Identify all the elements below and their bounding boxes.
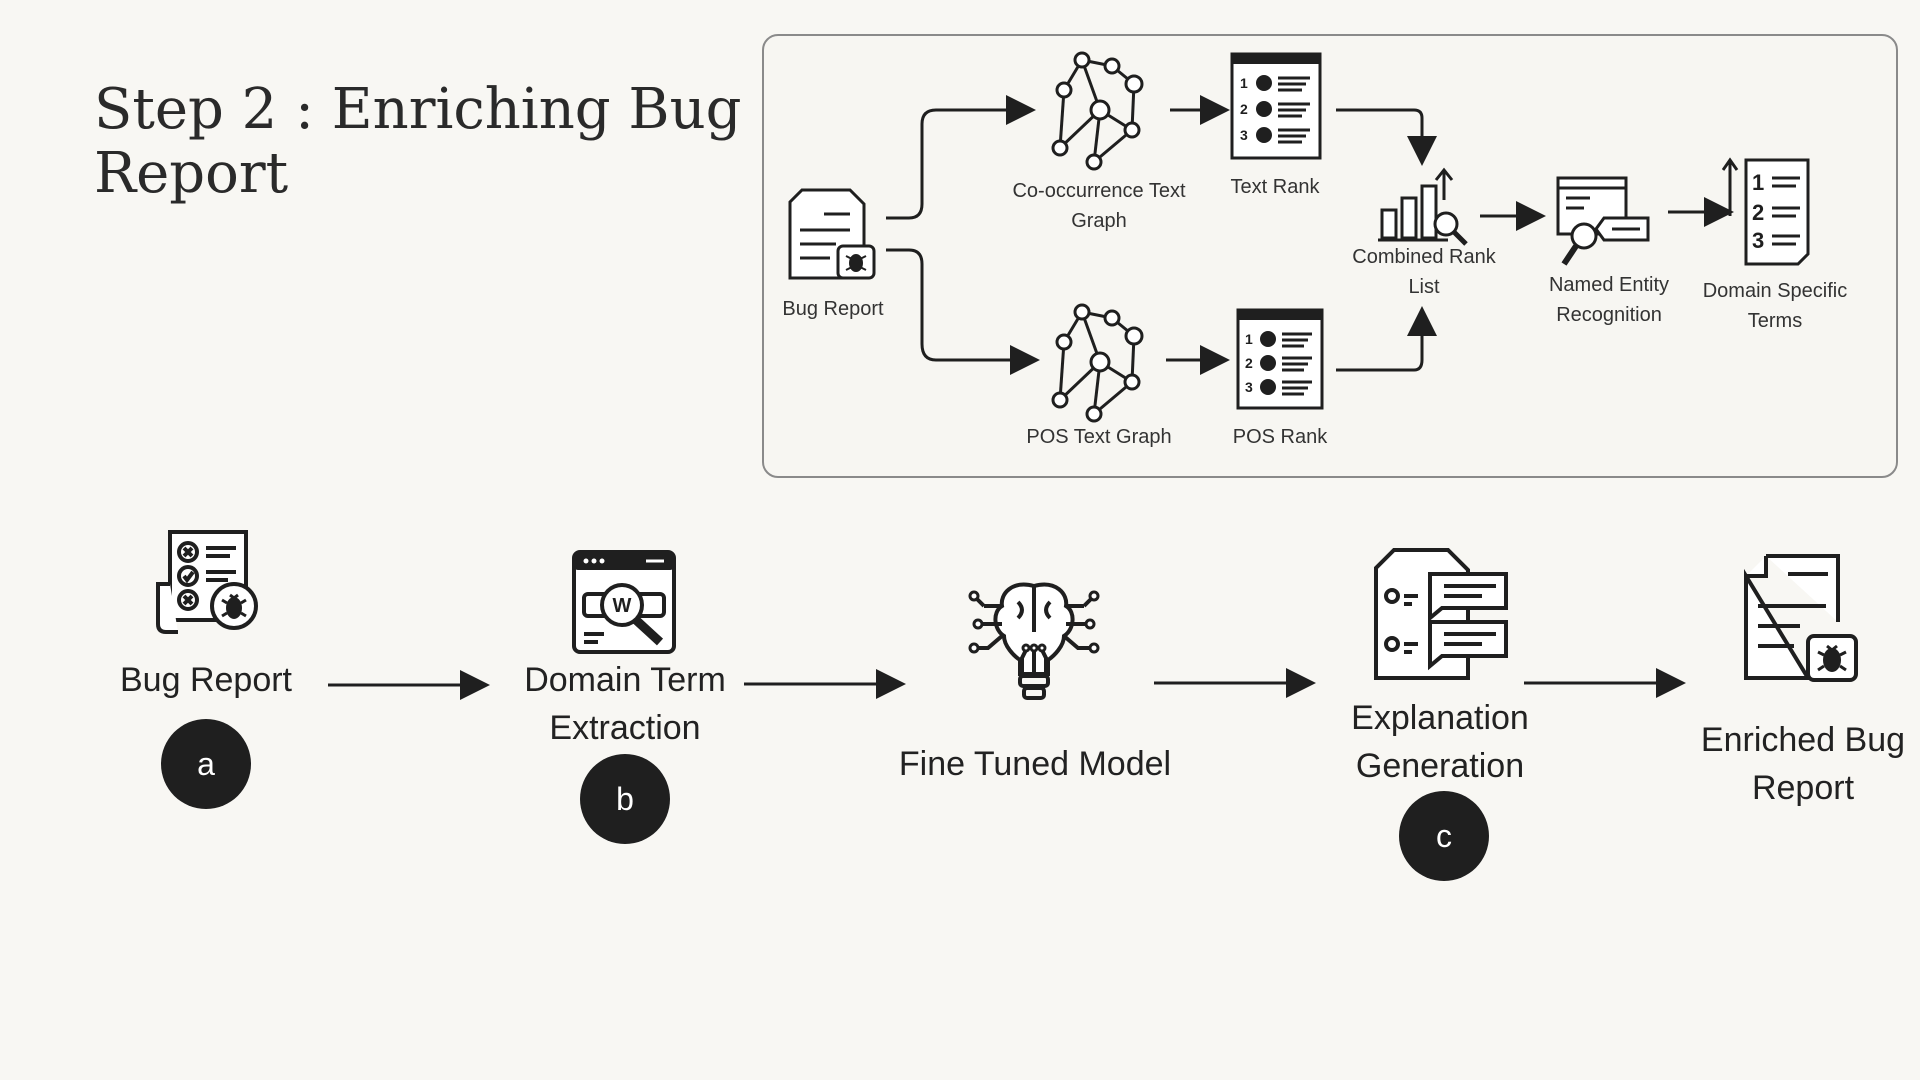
- arrow-report-to-pos: [886, 248, 1040, 375]
- svg-text:3: 3: [1240, 127, 1248, 143]
- svg-text:2: 2: [1245, 355, 1253, 371]
- cooccurrence-graph-icon: [1051, 51, 1144, 171]
- inset-cooccurrence-label: Co-occurrence Text Graph: [1012, 180, 1186, 232]
- flow-explanation-label: Explanation Generation: [1351, 699, 1529, 785]
- named-entity-recognition-icon: [1556, 176, 1650, 266]
- fine-tuned-model-brain-bulb-icon: [968, 582, 1100, 700]
- svg-text:3: 3: [1752, 228, 1764, 253]
- bug-report-checklist-icon: [156, 530, 258, 634]
- step-badge-b: b: [580, 754, 670, 844]
- inset-pos-rank-label: POS Rank: [1232, 426, 1328, 448]
- explanation-generation-icon: [1374, 548, 1508, 680]
- inset-text-rank-label: Text Rank: [1230, 176, 1320, 198]
- domain-term-extraction-icon: W: [572, 550, 676, 654]
- flow-domain-term-label: Domain Term Extraction: [524, 661, 726, 747]
- inset-combined-rank-label: Combined Rank List: [1352, 246, 1496, 298]
- inset-bug-report-label: Bug Report: [782, 298, 884, 320]
- inset-domain-terms-label: Domain Specific Terms: [1702, 280, 1848, 332]
- svg-text:2: 2: [1752, 200, 1764, 225]
- slide-title: Step 2 : Enriching Bug Report: [94, 77, 742, 206]
- arrow-textrank-to-combined: [1336, 108, 1437, 166]
- bug-report-document-icon: [788, 188, 876, 280]
- flow-bug-report-label: Bug Report: [120, 661, 292, 699]
- domain-terms-list-icon: 1 2 3: [1722, 157, 1810, 266]
- inset-ner-label: Named Entity Recognition: [1548, 274, 1670, 326]
- inset-connectors: [886, 95, 1734, 375]
- svg-text:2: 2: [1240, 101, 1248, 117]
- svg-text:1: 1: [1752, 170, 1764, 195]
- pos-graph-icon: [1051, 303, 1144, 423]
- svg-text:1: 1: [1240, 75, 1248, 91]
- step-badge-a: a: [161, 719, 251, 809]
- svg-text:3: 3: [1245, 379, 1253, 395]
- enriched-bug-report-icon: [1744, 554, 1858, 682]
- combined-rank-chart-icon: [1378, 167, 1468, 246]
- arrow-posrank-to-combined: [1336, 306, 1437, 372]
- flow-enriched-label: Enriched Bug Report: [1700, 721, 1906, 807]
- step-badge-c: c: [1399, 791, 1489, 881]
- svg-text:W: W: [613, 595, 632, 617]
- arrow-report-to-cooc: [886, 95, 1036, 220]
- inset-pos-graph-label: POS Text Graph: [1026, 426, 1172, 448]
- svg-text:1: 1: [1245, 331, 1253, 347]
- text-rank-list-icon: 1 2 3: [1230, 52, 1322, 160]
- pos-rank-list-icon: 1 2 3: [1236, 308, 1324, 410]
- flow-model-label: Fine Tuned Model: [898, 745, 1172, 783]
